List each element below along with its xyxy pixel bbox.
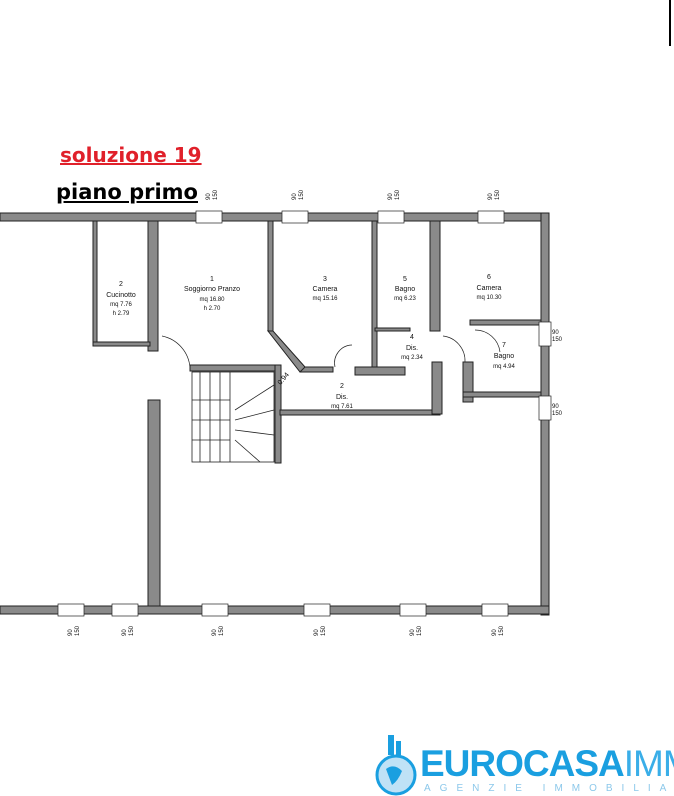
doors xyxy=(161,329,501,369)
room-camera-3: 3 Camera mq 15.16 xyxy=(312,276,338,302)
window-dimension-label: 90150 xyxy=(488,189,501,200)
window xyxy=(303,603,331,617)
window xyxy=(481,603,509,617)
room-dis-2: 2 Dis. mq 7.61 xyxy=(331,383,353,410)
window xyxy=(538,321,552,347)
room-cucinotto: 2 Cucinotto mq 7.76 h 2.79 xyxy=(106,281,136,317)
svg-text:2: 2 xyxy=(119,281,123,288)
svg-text:mq 15.16: mq 15.16 xyxy=(312,296,338,302)
room-bagno-5: 5 Bagno mq 6.23 xyxy=(394,276,416,302)
staircase xyxy=(191,371,275,463)
window-dimension-label: 90150 xyxy=(492,625,505,636)
window xyxy=(281,210,309,224)
svg-text:Dis.: Dis. xyxy=(336,394,348,401)
svg-text:Camera: Camera xyxy=(477,285,502,292)
svg-text:5: 5 xyxy=(403,276,407,283)
svg-text:h 2.79: h 2.79 xyxy=(113,311,130,317)
window-dimension-label: 90150 xyxy=(410,625,423,636)
window xyxy=(477,210,505,224)
window-dimension-label: 90150 xyxy=(314,625,327,636)
window xyxy=(201,603,229,617)
window-dimension-label: 90150 xyxy=(388,189,401,200)
svg-text:Dis.: Dis. xyxy=(406,345,418,352)
svg-text:4: 4 xyxy=(410,334,414,341)
window-dimension-label: 90150 xyxy=(292,189,305,200)
svg-text:h 2.70: h 2.70 xyxy=(204,306,221,312)
window-labels: 90150 90150 90150 90150 90150 90150 90150 90150… xyxy=(57,189,563,636)
svg-text:7: 7 xyxy=(502,342,506,349)
svg-text:mq 6.23: mq 6.23 xyxy=(394,296,416,302)
window-dimension-label: 90150 xyxy=(212,625,225,636)
window xyxy=(377,210,405,224)
window xyxy=(57,603,85,617)
globe-icon xyxy=(375,735,417,796)
room-soggiorno: 1 Soggiorno Pranzo mq 16.80 h 2.70 xyxy=(184,276,240,312)
svg-text:mq 16.80: mq 16.80 xyxy=(199,297,225,303)
room-dis-4: 4 Dis. mq 2.34 xyxy=(401,334,423,361)
svg-text:mq 7.76: mq 7.76 xyxy=(110,302,132,308)
window xyxy=(111,603,139,617)
window xyxy=(399,603,427,617)
svg-text:1: 1 xyxy=(210,276,214,283)
svg-text:Soggiorno Pranzo: Soggiorno Pranzo xyxy=(184,286,240,293)
svg-text:2: 2 xyxy=(340,383,344,390)
eurocasa-logo: EUROCASAIMM AGENZIE IMMOBILIARI xyxy=(372,735,674,796)
window-dimension-label: 90150 xyxy=(68,625,81,636)
floor-title: piano primo xyxy=(56,180,198,204)
window xyxy=(195,210,223,224)
walls xyxy=(0,212,550,616)
svg-text:Camera: Camera xyxy=(313,286,338,293)
svg-text:Bagno: Bagno xyxy=(395,286,415,293)
svg-text:mq 4.94: mq 4.94 xyxy=(493,364,515,370)
solution-title: soluzione 19 xyxy=(60,143,202,167)
svg-text:6: 6 xyxy=(487,274,491,281)
svg-text:Bagno: Bagno xyxy=(494,353,514,360)
window-dimension-label: 90150 xyxy=(122,625,135,636)
window xyxy=(538,395,552,421)
svg-text:mq 10.30: mq 10.30 xyxy=(476,295,502,301)
room-camera-6: 6 Camera mq 10.30 xyxy=(476,274,502,301)
edge-line xyxy=(669,0,671,46)
svg-text:mq 7.61: mq 7.61 xyxy=(331,404,353,410)
window-dimension-label: 90150 xyxy=(206,189,219,200)
svg-text:3: 3 xyxy=(323,276,327,283)
svg-text:mq 2.34: mq 2.34 xyxy=(401,355,423,361)
room-bagno-7: 7 Bagno mq 4.94 xyxy=(493,342,515,370)
svg-text:Cucinotto: Cucinotto xyxy=(106,292,136,299)
